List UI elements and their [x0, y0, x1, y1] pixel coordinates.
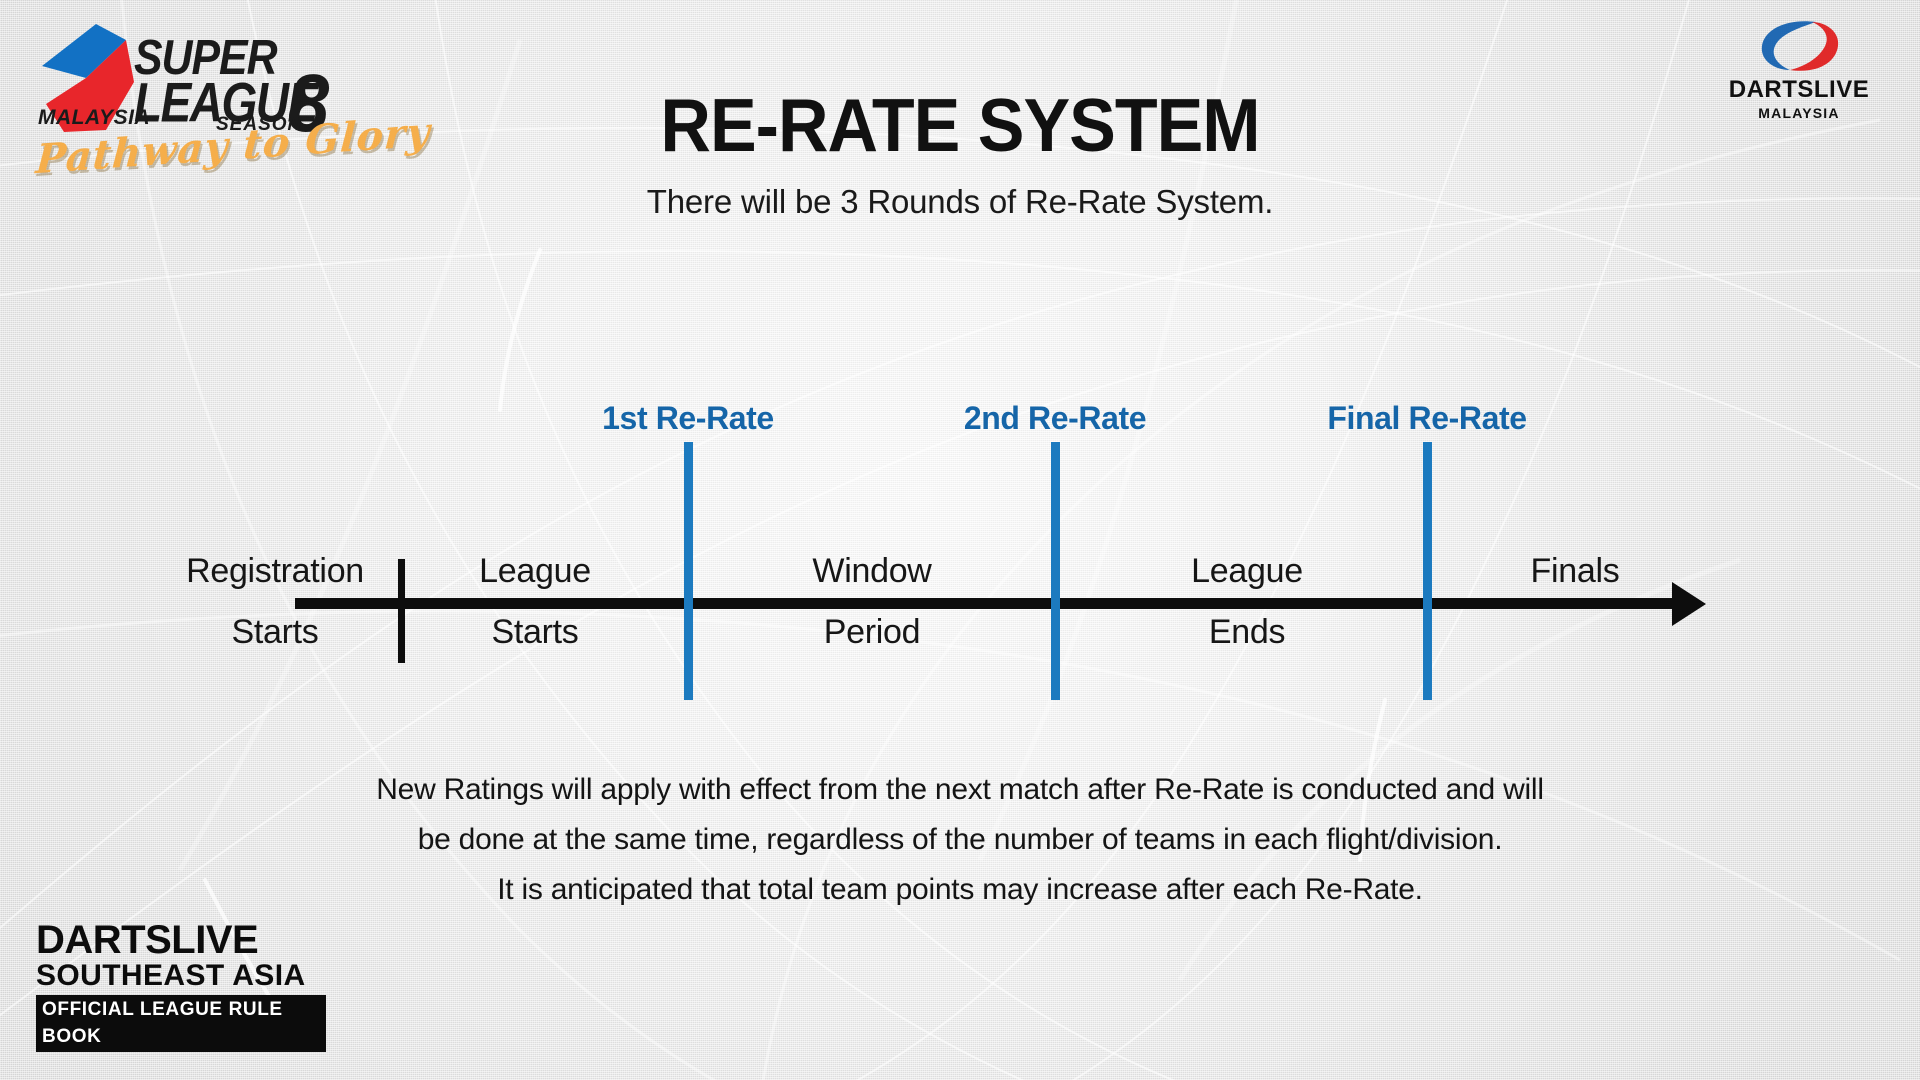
logo-season-label: SEASON [216, 114, 303, 135]
badge-line-dartslive: DARTSLIVE [36, 918, 259, 962]
dartslive-wordmark: DARTSLIVE [1728, 76, 1870, 103]
footnote-paragraph: New Ratings will apply with effect from … [0, 765, 1920, 915]
page-subtitle: There will be 3 Rounds of Re-Rate System… [646, 183, 1274, 220]
page-title: RE-RATE SYSTEM [660, 82, 1260, 168]
dartslive-country-label: MALAYSIA [1758, 105, 1840, 121]
logo-season-number: 8 [288, 57, 330, 149]
footnote-line-2: be done at the same time, regardless of … [417, 823, 1503, 856]
super-league-logo: SUPER LEAGUE 8 SEASON MALAYSIA Pathway t… [30, 8, 432, 193]
dartslive-malaysia-logo: DARTSLIVE MALAYSIA [1704, 18, 1894, 121]
dartslive-swirl-icon [1761, 21, 1839, 71]
badge-line-official-rule-book: OFFICIAL LEAGUE RULE BOOK [36, 995, 326, 1052]
logo-country-malaysia: MALAYSIA [38, 106, 151, 129]
badge-line-southeast-asia: SOUTHEAST ASIA [36, 959, 306, 992]
logo-word-super: SUPER [134, 29, 278, 85]
footnote-line-1: New Ratings will apply with effect from … [376, 773, 1544, 806]
footnote-line-3: It is anticipated that total team points… [497, 873, 1423, 906]
dart-flight-icon [42, 24, 134, 132]
logo-word-league: LEAGUE [134, 71, 318, 134]
rulebook-badge: DARTSLIVE SOUTHEAST ASIA OFFICIAL LEAGUE… [36, 920, 326, 1052]
